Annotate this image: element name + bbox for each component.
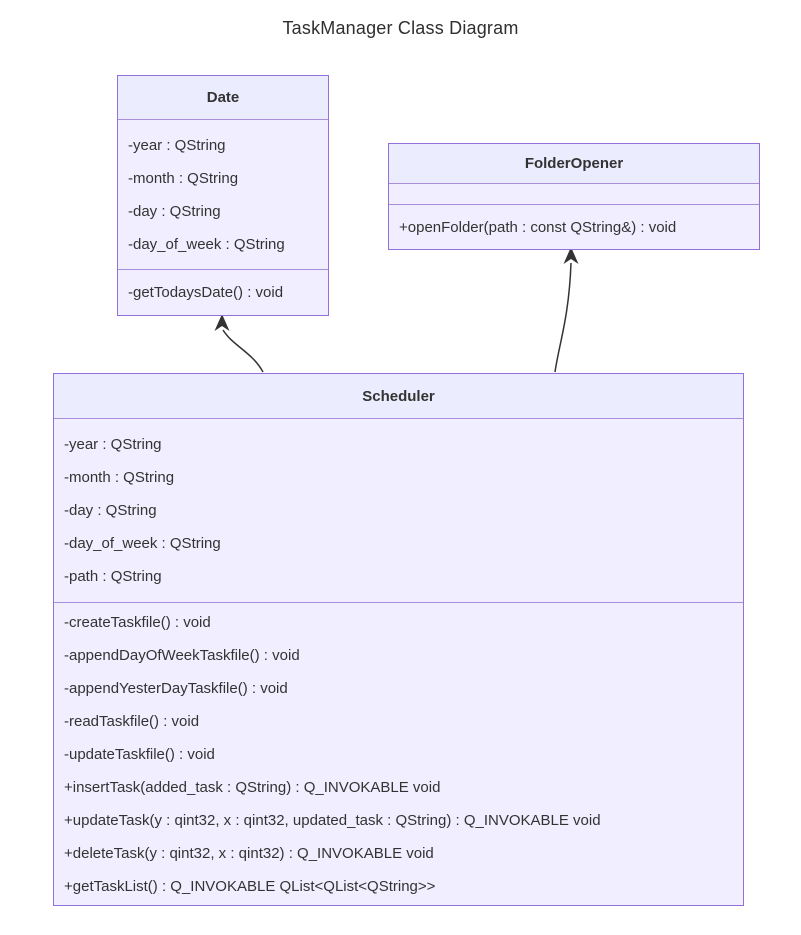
class-member: -day : QString <box>128 202 221 220</box>
class-member: -year : QString <box>128 136 226 154</box>
class-member: +insertTask(added_task : QString) : Q_IN… <box>64 778 441 796</box>
class-title-date: Date <box>118 76 328 120</box>
class-box-scheduler: Scheduler -year : QString -month : QStrin… <box>53 373 744 906</box>
class-member: -month : QString <box>64 469 175 486</box>
class-member: +deleteTask(y : qint32, x : qint32) : Q_… <box>64 844 434 862</box>
class-title-scheduler: Scheduler <box>54 374 743 419</box>
class-member: -getTodaysDate() : void <box>128 284 284 301</box>
class-box-date: Date -year : QString -month : QString -day… <box>117 75 329 316</box>
class-attributes-scheduler: -year : QString -month : QString -day : QS… <box>54 419 743 602</box>
class-member: -day_of_week : QString <box>128 235 285 253</box>
class-methods-folderopener: +openFolder(path : const QString&) : voi… <box>389 204 759 249</box>
diagram-title: TaskManager Class Diagram <box>282 18 519 38</box>
class-member: -createTaskfile() : void <box>64 613 211 631</box>
class-member: -appendDayOfWeekTaskfile() : void <box>64 646 300 664</box>
arrowhead-icon <box>214 314 230 331</box>
class-member: -month : QString <box>128 169 239 187</box>
class-member: +getTaskList() : Q_INVOKABLE QList<QList… <box>64 877 436 895</box>
class-methods-date: -getTodaysDate() : void <box>118 269 328 315</box>
class-member: +openFolder(path : const QString&) : voi… <box>399 218 677 236</box>
class-title-folderopener: FolderOpener <box>389 144 759 184</box>
class-box-folderopener: FolderOpener +openFolder(path : const QS… <box>388 143 760 250</box>
class-member: -updateTaskfile() : void <box>64 745 215 763</box>
class-member: -day : QString <box>64 502 157 519</box>
class-attributes-folderopener <box>389 184 759 204</box>
class-member: +updateTask(y : qint32, x : qint32, upda… <box>64 811 601 829</box>
relation-arrow-scheduler-to-date <box>214 314 264 373</box>
class-methods-scheduler: -createTaskfile() : void -appendDayOfWeek… <box>54 602 743 905</box>
class-member: -readTaskfile() : void <box>64 712 200 730</box>
class-member: -day_of_week : QString <box>64 535 221 552</box>
relation-arrow-scheduler-to-folderopener <box>554 247 579 373</box>
class-attributes-date: -year : QString -month : QString -day : QS… <box>118 120 328 269</box>
class-member: -appendYesterDayTaskfile() : void <box>64 679 288 697</box>
class-member: -path : QString <box>64 568 162 585</box>
class-member: -year : QString <box>64 436 162 453</box>
